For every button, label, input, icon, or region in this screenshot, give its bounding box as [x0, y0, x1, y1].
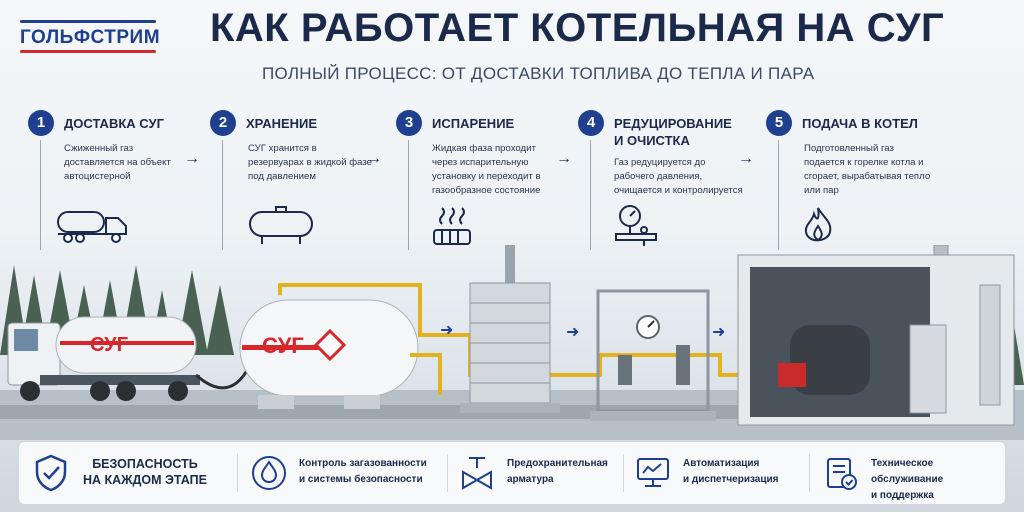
monitor-icon	[635, 454, 671, 497]
feature-line2: и поддержка	[871, 490, 934, 501]
boiler-house	[737, 244, 1015, 426]
step-title: ПОДАЧА В КОТЕЛ	[802, 116, 918, 131]
step-connector	[222, 140, 223, 250]
page-title: КАК РАБОТАЕТ КОТЕЛЬНАЯ НА СУГ	[210, 6, 945, 50]
step-reduction: 4 РЕДУЦИРОВАНИЕ И ОЧИСТКА Газ редуцирует…	[578, 110, 743, 253]
step-arrow: →	[738, 150, 754, 167]
step-arrow: →	[556, 150, 572, 167]
evaporator-unit	[460, 245, 560, 413]
step-title: РЕДУЦИРОВАНИЕ И ОЧИСТКА	[614, 115, 732, 149]
feature-text: БЕЗОПАСНОСТЬ НА КАЖДОМ ЭТАПЕ	[83, 456, 207, 488]
feature-text: Контроль загазованности и системы безопа…	[299, 456, 427, 488]
divider	[237, 454, 238, 492]
storage-tank-icon	[246, 204, 316, 251]
valve-icon	[459, 454, 495, 497]
flame-icon	[802, 206, 834, 251]
feature-maintenance: Техническое обслуживание и поддержка	[823, 442, 1003, 504]
pressure-gauge-icon	[614, 204, 660, 253]
feature-text: Автоматизация и диспетчеризация	[683, 456, 779, 488]
feature-line1: Техническое обслуживание	[871, 458, 944, 485]
step-storage: 2 ХРАНЕНИЕ СУГ хранится в резервуарах в …	[210, 110, 373, 251]
feature-line2: арматура	[507, 474, 554, 485]
gas-drop-icon	[251, 454, 287, 497]
tank-label: СУГ	[262, 333, 304, 358]
step-title: ИСПАРЕНИЕ	[432, 116, 515, 131]
feature-line2: НА КАЖДОМ ЭТАПЕ	[83, 473, 207, 487]
step-description: Жидкая фаза проходит через испарительную…	[432, 143, 541, 196]
feature-automation: Автоматизация и диспетчеризация	[635, 442, 805, 504]
step-title-line2: И ОЧИСТКА	[614, 133, 690, 148]
divider	[809, 454, 810, 492]
logo-text: ГОЛЬФСТРИМ	[20, 27, 161, 48]
tanker-truck-icon	[56, 206, 132, 251]
feature-text: Предохранительная арматура	[507, 456, 608, 488]
step-description: Газ редуцируется до рабочего давления, о…	[614, 157, 743, 196]
feature-line2: и диспетчеризация	[683, 474, 779, 485]
step-number: 2	[210, 110, 236, 136]
feature-valves: Предохранительная арматура	[459, 442, 629, 504]
tanker-label: СУГ	[90, 334, 128, 356]
step-title: ДОСТАВКА СУГ	[64, 116, 164, 131]
checklist-icon	[823, 454, 859, 497]
feature-safety: БЕЗОПАСНОСТЬ НА КАЖДОМ ЭТАПЕ	[33, 442, 223, 504]
step-number: 1	[28, 110, 54, 136]
tanker-truck: СУГ	[7, 316, 200, 401]
feature-text: Техническое обслуживание и поддержка	[871, 456, 1003, 504]
step-number: 3	[396, 110, 422, 136]
brand-logo: ГОЛЬФСТРИМ	[14, 14, 164, 60]
feature-line1: Предохранительная	[507, 458, 608, 469]
evaporator-icon	[430, 206, 476, 253]
feature-line2: и системы безопасности	[299, 474, 423, 485]
reduction-skid	[590, 289, 716, 421]
step-arrow: →	[184, 150, 200, 167]
divider	[623, 454, 624, 492]
step-connector	[590, 140, 591, 250]
svg-text:➜: ➜	[712, 324, 725, 341]
step-number: 5	[766, 110, 792, 136]
step-title-line1: РЕДУЦИРОВАНИЕ	[614, 116, 732, 131]
step-description: Сжиженный газ доставляется на объект авт…	[64, 143, 171, 182]
step-delivery: 1 ДОСТАВКА СУГ Сжиженный газ доставляетс…	[28, 110, 188, 250]
svg-text:➜: ➜	[566, 324, 579, 341]
divider	[447, 454, 448, 492]
shield-check-icon	[33, 454, 69, 497]
step-description: СУГ хранится в резервуарах в жидкой фазе…	[248, 143, 373, 182]
step-connector	[40, 140, 41, 250]
step-number: 4	[578, 110, 604, 136]
svg-text:➜: ➜	[440, 322, 453, 339]
feature-line1: БЕЗОПАСНОСТЬ	[92, 457, 198, 471]
step-title: ХРАНЕНИЕ	[246, 116, 318, 131]
logo-blue-stripe	[20, 20, 156, 23]
logo-red-stripe	[20, 50, 156, 53]
step-boiler-feed: 5 ПОДАЧА В КОТЕЛ Подготовленный газ пода…	[766, 110, 930, 251]
step-connector	[408, 140, 409, 250]
step-connector	[778, 140, 779, 250]
step-evaporation: 3 ИСПАРЕНИЕ Жидкая фаза проходит через и…	[396, 110, 556, 250]
features-bar: БЕЗОПАСНОСТЬ НА КАЖДОМ ЭТАПЕ Контроль за…	[18, 441, 1006, 505]
step-description: Подготовленный газ подается к горелке ко…	[804, 143, 931, 196]
feature-gas-control: Контроль загазованности и системы безопа…	[251, 442, 441, 504]
feature-line1: Контроль загазованности	[299, 458, 427, 469]
process-illustration: СУГ СУГ ➜ ➜ ➜	[0, 244, 1024, 440]
page-subtitle: ПОЛНЫЙ ПРОЦЕСС: ОТ ДОСТАВКИ ТОПЛИВА ДО Т…	[262, 64, 815, 83]
step-arrow: →	[366, 150, 382, 167]
feature-line1: Автоматизация	[683, 458, 760, 469]
storage-tank: СУГ	[239, 299, 419, 409]
